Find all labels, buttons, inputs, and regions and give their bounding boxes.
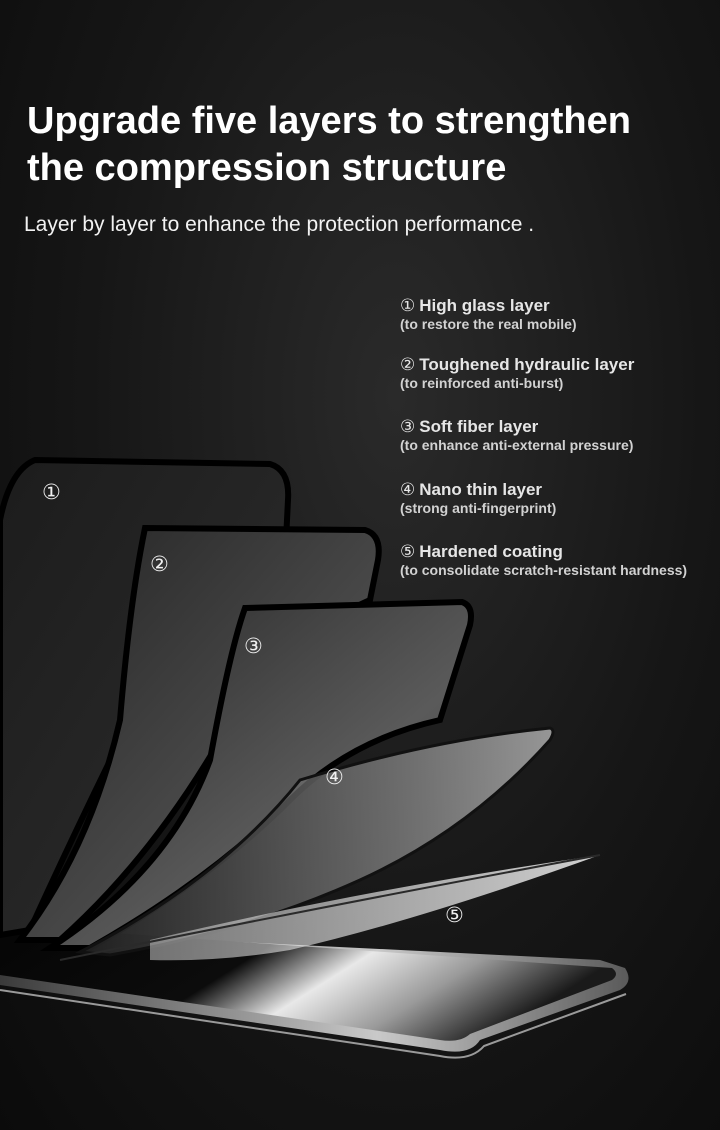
layer-name: Nano thin layer xyxy=(419,480,543,499)
marker-2: ② xyxy=(150,552,169,576)
layer-name: Soft fiber layer xyxy=(419,417,539,436)
marker-4: ④ xyxy=(325,765,344,789)
layer-number: ④ xyxy=(400,480,416,499)
layer-description: (strong anti-fingerprint) xyxy=(400,500,557,516)
headline-line-1: Upgrade five layers to strengthen xyxy=(27,100,631,142)
headline-line-2: the compression structure xyxy=(27,147,507,189)
marker-1: ① xyxy=(42,480,61,504)
marker-5: ⑤ xyxy=(445,903,464,927)
layer-number: ③ xyxy=(400,417,416,436)
layer-number: ② xyxy=(400,355,416,374)
headline: Upgrade five layers to strengthen the co… xyxy=(27,98,707,192)
layer-description: (to reinforced anti-burst) xyxy=(400,375,564,391)
layer-name: High glass layer xyxy=(419,296,550,315)
layer-description: (to enhance anti-external pressure) xyxy=(400,437,634,453)
layer-name: Toughened hydraulic layer xyxy=(419,355,635,374)
marker-3: ③ xyxy=(244,634,263,658)
layer-number: ⑤ xyxy=(400,542,416,561)
layer-number: ① xyxy=(400,296,416,315)
layer-name: Hardened coating xyxy=(419,542,563,561)
layer-description: (to restore the real mobile) xyxy=(400,316,577,332)
film-layer-5 xyxy=(150,855,600,961)
film-layer-4 xyxy=(74,726,555,957)
subheadline: Layer by layer to enhance the protection… xyxy=(24,213,535,236)
layer-description: (to consolidate scratch-resistant hardne… xyxy=(400,562,688,578)
